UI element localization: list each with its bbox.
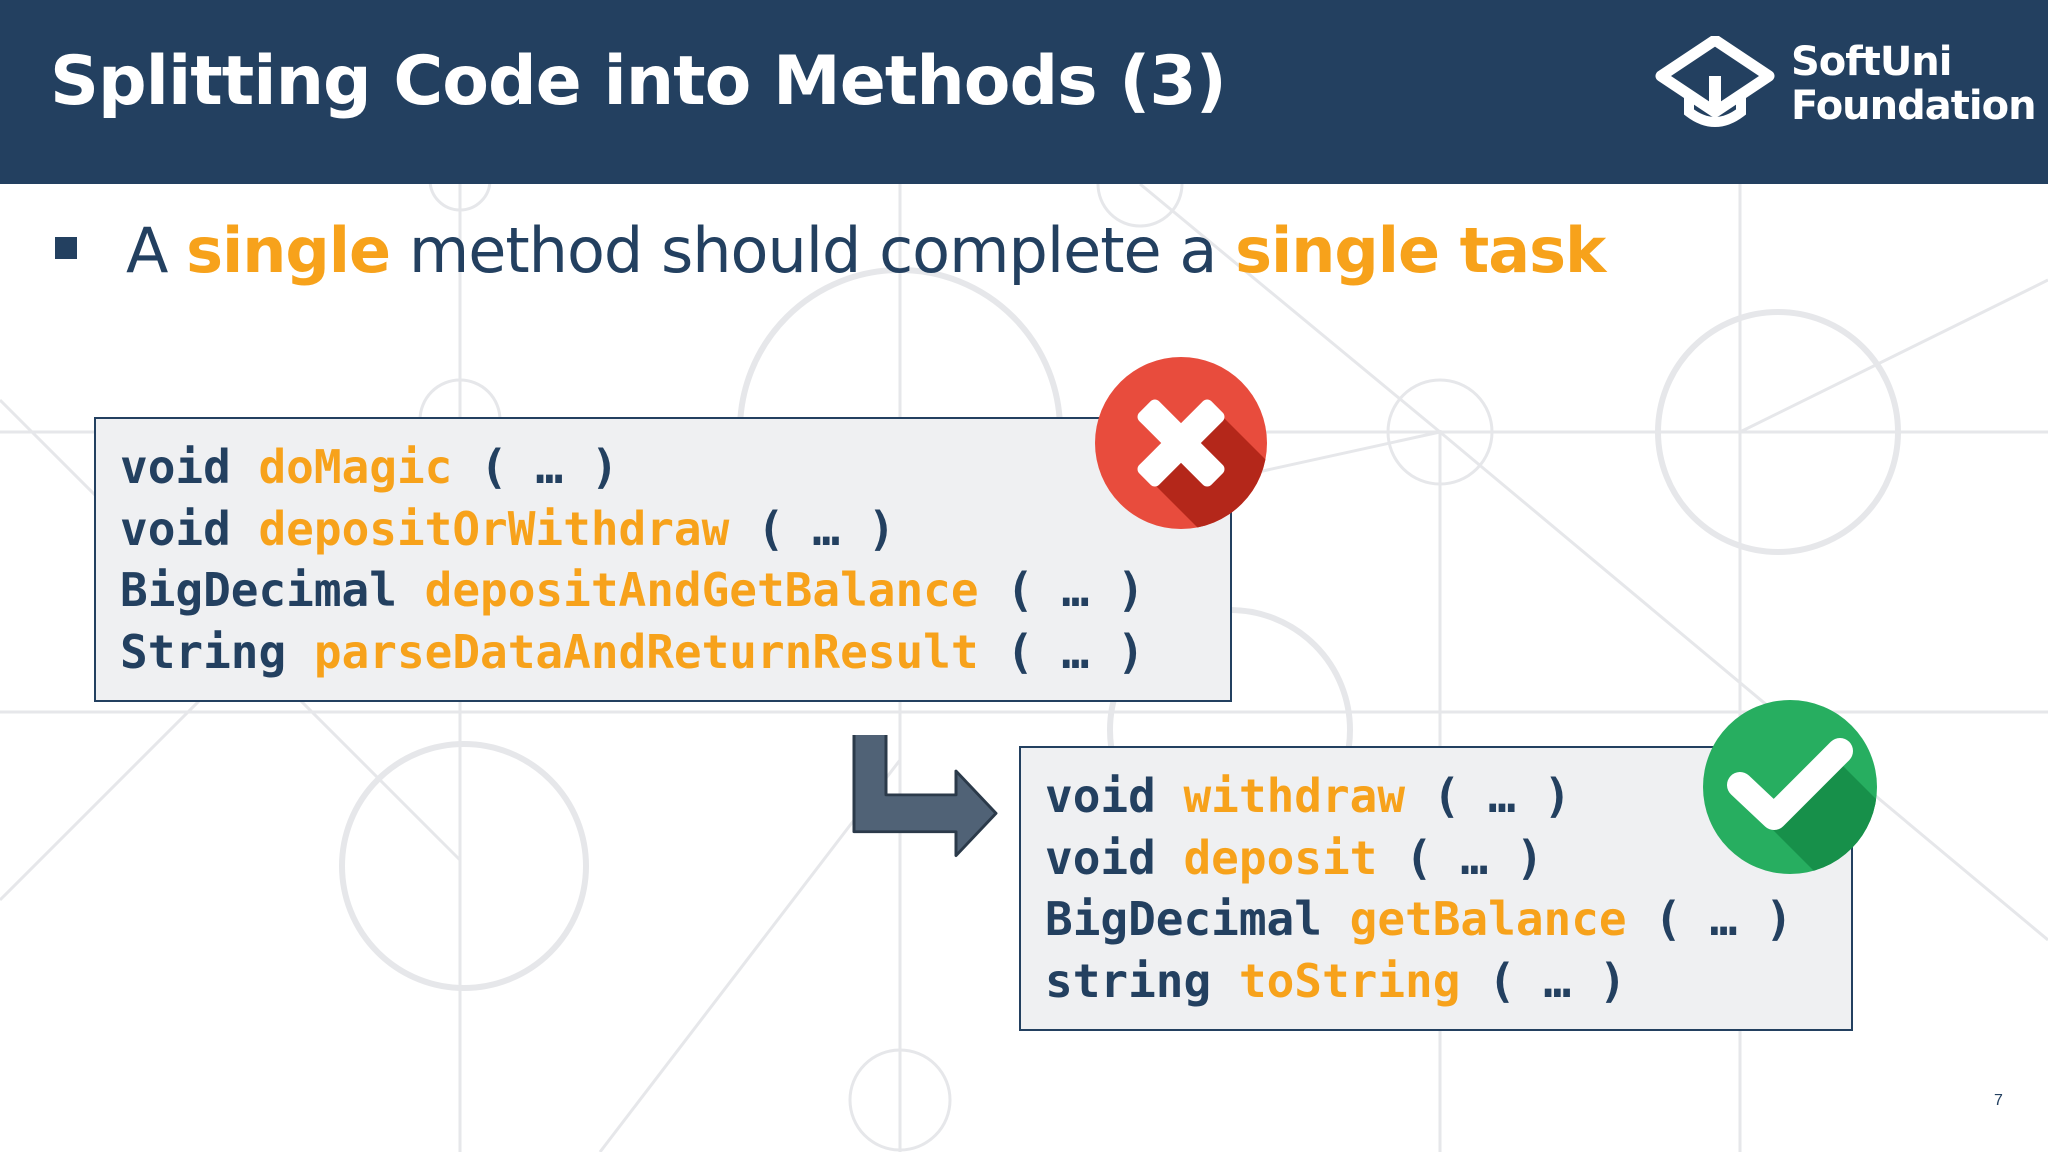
code-line: string toString ( … ) bbox=[1045, 951, 1851, 1013]
return-type: string bbox=[1045, 953, 1212, 1008]
method-args: ( … ) bbox=[1460, 953, 1627, 1008]
method-args: ( … ) bbox=[729, 501, 896, 556]
method-args: ( … ) bbox=[1405, 769, 1572, 823]
graduation-cap-icon bbox=[1655, 36, 1775, 127]
slide-title: Splitting Code into Methods (3) bbox=[50, 42, 1227, 121]
return-type: void bbox=[1045, 769, 1156, 823]
return-type: void bbox=[120, 501, 231, 556]
softuni-foundation-logo: SoftUni Foundation bbox=[1655, 36, 2037, 136]
code-line: void withdraw ( … ) bbox=[1045, 766, 1851, 828]
slide-header: Splitting Code into Methods (3) SoftUni … bbox=[0, 0, 2048, 184]
cross-icon bbox=[1095, 357, 1267, 529]
method-args: ( … ) bbox=[978, 563, 1145, 617]
method-args: ( … ) bbox=[452, 440, 619, 494]
code-line: void doMagic ( … ) bbox=[120, 437, 1230, 499]
logo-text: SoftUni Foundation bbox=[1791, 39, 2037, 129]
bullet-part: method should complete a bbox=[390, 214, 1236, 287]
method-name: depositAndGetBalance bbox=[424, 563, 979, 617]
method-name: doMagic bbox=[258, 440, 453, 494]
method-args: ( … ) bbox=[1626, 892, 1793, 946]
checkmark-icon bbox=[1703, 700, 1877, 874]
method-name: toString bbox=[1238, 953, 1461, 1008]
method-name: depositOrWithdraw bbox=[258, 501, 730, 556]
method-name: withdraw bbox=[1183, 769, 1406, 823]
code-line: void deposit ( … ) bbox=[1045, 828, 1851, 890]
bullet-highlight: single task bbox=[1235, 214, 1606, 287]
method-name: parseDataAndReturnResult bbox=[313, 624, 979, 679]
good-code-box: void withdraw ( … ) void deposit ( … ) B… bbox=[1019, 746, 1853, 1031]
method-name: getBalance bbox=[1349, 892, 1627, 946]
page-number: 7 bbox=[1994, 1092, 2003, 1109]
code-line: BigDecimal getBalance ( … ) bbox=[1045, 889, 1851, 951]
bullet-marker bbox=[55, 237, 77, 259]
logo-line-1: SoftUni bbox=[1791, 39, 1952, 85]
bullet-part: A bbox=[126, 214, 187, 287]
return-type: void bbox=[1045, 830, 1156, 885]
code-line: BigDecimal depositAndGetBalance ( … ) bbox=[120, 560, 1230, 622]
logo-line-2: Foundation bbox=[1791, 83, 2037, 129]
method-args: ( … ) bbox=[1377, 830, 1544, 885]
return-type: String bbox=[120, 624, 287, 679]
bad-code-box: void doMagic ( … ) void depositOrWithdra… bbox=[94, 417, 1232, 702]
method-args: ( … ) bbox=[978, 624, 1145, 679]
method-name: deposit bbox=[1183, 830, 1378, 885]
code-line: void depositOrWithdraw ( … ) bbox=[120, 499, 1230, 561]
bullet-highlight: single bbox=[186, 214, 391, 287]
bullet-text: A single method should complete a single… bbox=[126, 214, 1606, 287]
return-type: void bbox=[120, 440, 231, 494]
return-type: BigDecimal bbox=[1045, 892, 1322, 946]
bent-arrow-icon bbox=[852, 735, 998, 858]
code-line: String parseDataAndReturnResult ( … ) bbox=[120, 622, 1230, 684]
return-type: BigDecimal bbox=[120, 563, 397, 617]
